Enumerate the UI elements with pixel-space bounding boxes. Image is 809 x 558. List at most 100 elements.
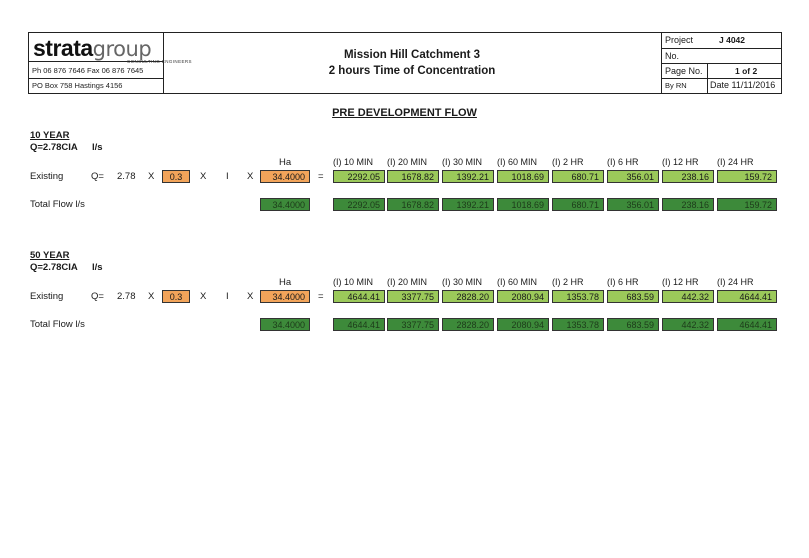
runoff-coefficient: 0.3 xyxy=(162,170,190,183)
multiply-sign: X xyxy=(247,171,254,182)
column-header: (I) 24 HR xyxy=(717,277,754,287)
section-heading: 50 YEAR xyxy=(30,250,70,261)
intensity-label: I xyxy=(226,171,229,182)
total-flow-value: 2080.94 xyxy=(497,318,549,331)
page-no-label: Page No. xyxy=(665,66,703,76)
column-header: (I) 30 MIN xyxy=(442,157,483,167)
catchment-area: 34.4000 xyxy=(260,290,310,303)
flow-value: 159.72 xyxy=(717,170,777,183)
constant-value: 2.78 xyxy=(117,171,136,182)
flow-value: 442.32 xyxy=(662,290,714,303)
total-flow-value: 4644.41 xyxy=(717,318,777,331)
flow-value: 680.71 xyxy=(552,170,604,183)
total-flow-value: 2292.05 xyxy=(333,198,385,211)
header-divider xyxy=(661,78,781,79)
header-divider xyxy=(163,33,164,93)
total-flow-value: 4644.41 xyxy=(333,318,385,331)
equals-sign: = xyxy=(318,291,324,302)
multiply-sign: X xyxy=(148,171,155,182)
units-label: l/s xyxy=(92,142,103,153)
column-header: (I) 12 HR xyxy=(662,157,699,167)
company-logo: stratagroup xyxy=(33,35,152,62)
column-header: (I) 24 HR xyxy=(717,157,754,167)
page-title: PRE DEVELOPMENT FLOW xyxy=(332,107,477,119)
multiply-sign: X xyxy=(200,171,207,182)
runoff-coefficient: 0.3 xyxy=(162,290,190,303)
total-flow-label: Total Flow l/s xyxy=(30,199,85,210)
total-flow-value: 1018.69 xyxy=(497,198,549,211)
intensity-label: I xyxy=(226,291,229,302)
total-flow-value: 3377.75 xyxy=(387,318,439,331)
formula-label: Q=2.78CIA xyxy=(30,262,78,273)
total-flow-value: 683.59 xyxy=(607,318,659,331)
flow-value: 3377.75 xyxy=(387,290,439,303)
phone-fax: Ph 06 876 7646 Fax 06 876 7645 xyxy=(32,66,144,75)
flow-value: 683.59 xyxy=(607,290,659,303)
flow-value: 1392.21 xyxy=(442,170,494,183)
logo-subtitle: CONSULTING ENGINEERS xyxy=(127,59,192,64)
q-label: Q= xyxy=(91,171,104,182)
column-header: (I) 20 MIN xyxy=(387,157,428,167)
ha-label: Ha xyxy=(279,157,292,168)
column-header: (I) 60 MIN xyxy=(497,277,538,287)
total-area: 34.4000 xyxy=(260,198,310,211)
total-flow-value: 238.16 xyxy=(662,198,714,211)
flow-value: 356.01 xyxy=(607,170,659,183)
total-flow-value: 356.01 xyxy=(607,198,659,211)
total-flow-value: 2828.20 xyxy=(442,318,494,331)
formula-label: Q=2.78CIA xyxy=(30,142,78,153)
total-area: 34.4000 xyxy=(260,318,310,331)
flow-value: 2828.20 xyxy=(442,290,494,303)
equals-sign: = xyxy=(318,171,324,182)
column-header: (I) 10 MIN xyxy=(333,157,374,167)
header-divider xyxy=(29,61,163,62)
logo-strata: strata xyxy=(33,35,93,61)
column-header: (I) 60 MIN xyxy=(497,157,538,167)
column-header: (I) 20 MIN xyxy=(387,277,428,287)
total-flow-value: 1678.82 xyxy=(387,198,439,211)
column-header: (I) 2 HR xyxy=(552,277,584,287)
po-box: PO Box 758 Hastings 4156 xyxy=(32,81,123,90)
flow-value: 238.16 xyxy=(662,170,714,183)
q-label: Q= xyxy=(91,291,104,302)
column-header: (I) 6 HR xyxy=(607,157,639,167)
flow-value: 1678.82 xyxy=(387,170,439,183)
ha-label: Ha xyxy=(279,277,292,288)
multiply-sign: X xyxy=(200,291,207,302)
flow-value: 4644.41 xyxy=(717,290,777,303)
doc-subtitle: 2 hours Time of Concentration xyxy=(328,65,496,77)
total-flow-label: Total Flow l/s xyxy=(30,319,85,330)
total-flow-value: 680.71 xyxy=(552,198,604,211)
column-header: (I) 6 HR xyxy=(607,277,639,287)
multiply-sign: X xyxy=(247,291,254,302)
date-text: Date 11/11/2016 xyxy=(710,80,776,90)
section-heading: 10 YEAR xyxy=(30,130,70,141)
column-header: (I) 2 HR xyxy=(552,157,584,167)
total-flow-value: 159.72 xyxy=(717,198,777,211)
header-divider xyxy=(29,78,163,79)
flow-value: 2292.05 xyxy=(333,170,385,183)
project-label: Project xyxy=(665,35,694,45)
page-no-value: 1 of 2 xyxy=(735,66,758,76)
row-label-existing: Existing xyxy=(30,171,64,182)
header-divider xyxy=(661,63,781,64)
header-box: stratagroup CONSULTING ENGINEERS Ph 06 8… xyxy=(28,32,782,94)
column-header: (I) 30 MIN xyxy=(442,277,483,287)
row-label-existing: Existing xyxy=(30,291,64,302)
constant-value: 2.78 xyxy=(117,291,136,302)
header-divider xyxy=(661,48,781,49)
total-flow-value: 1353.78 xyxy=(552,318,604,331)
doc-title: Mission Hill Catchment 3 xyxy=(343,49,481,61)
project-no-label: No. xyxy=(665,51,680,61)
logo-group: group xyxy=(92,37,152,61)
total-flow-value: 1392.21 xyxy=(442,198,494,211)
column-header: (I) 12 HR xyxy=(662,277,699,287)
column-header: (I) 10 MIN xyxy=(333,277,374,287)
units-label: l/s xyxy=(92,262,103,273)
catchment-area: 34.4000 xyxy=(260,170,310,183)
project-value: J 4042 xyxy=(719,35,745,45)
flow-value: 2080.94 xyxy=(497,290,549,303)
by-label: By RN xyxy=(665,81,687,90)
total-flow-value: 442.32 xyxy=(662,318,714,331)
multiply-sign: X xyxy=(148,291,155,302)
